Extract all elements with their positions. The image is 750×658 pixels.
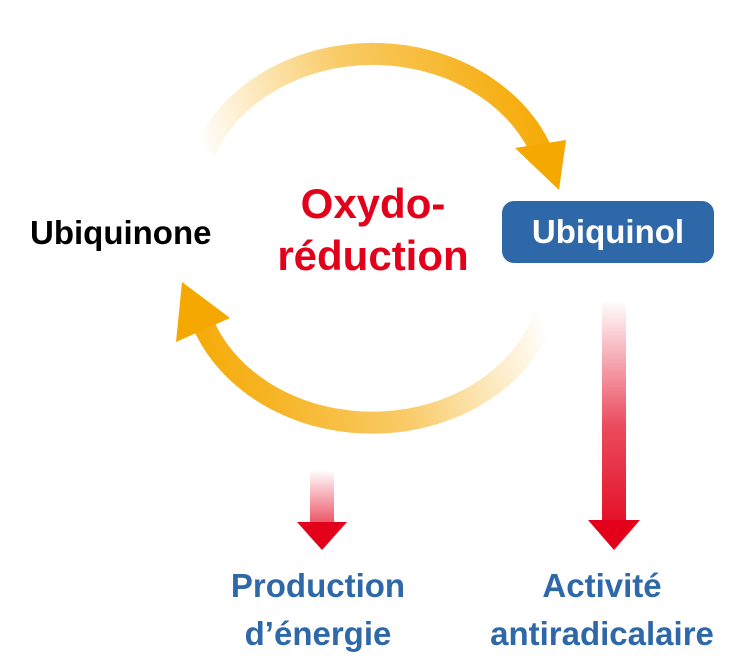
energy-production-line-1: Production bbox=[230, 567, 406, 604]
oxydoreduction-line-2: réduction bbox=[277, 232, 469, 279]
cycle-arrowhead-top bbox=[515, 140, 566, 190]
output-arrowhead-left bbox=[297, 522, 347, 550]
cycle-arrowhead-bottom bbox=[176, 282, 230, 342]
ubiquinol-label: Ubiquinol bbox=[531, 213, 685, 250]
cycle-arrow-bottom bbox=[195, 311, 556, 434]
energy-production-line-2: d’énergie bbox=[244, 615, 392, 652]
energy-production-label: Production d’énergie bbox=[198, 562, 438, 658]
oxydoreduction-label: Oxydo- réduction bbox=[258, 178, 488, 282]
antiradical-activity-line-2: antiradicalaire bbox=[490, 615, 714, 652]
ubiquinone-label: Ubiquinone bbox=[30, 214, 212, 251]
ubiquinol-badge: Ubiquinol bbox=[502, 201, 714, 263]
oxydoreduction-line-1: Oxydo- bbox=[300, 180, 446, 227]
cycle-arrow-top bbox=[195, 42, 550, 155]
output-arrow-right-shaft bbox=[602, 300, 626, 522]
antiradical-activity-label: Activité antiradicalaire bbox=[462, 562, 742, 658]
antiradical-activity-line-1: Activité bbox=[542, 567, 662, 604]
output-arrowhead-right bbox=[588, 520, 640, 550]
output-arrow-left-shaft bbox=[310, 470, 334, 524]
